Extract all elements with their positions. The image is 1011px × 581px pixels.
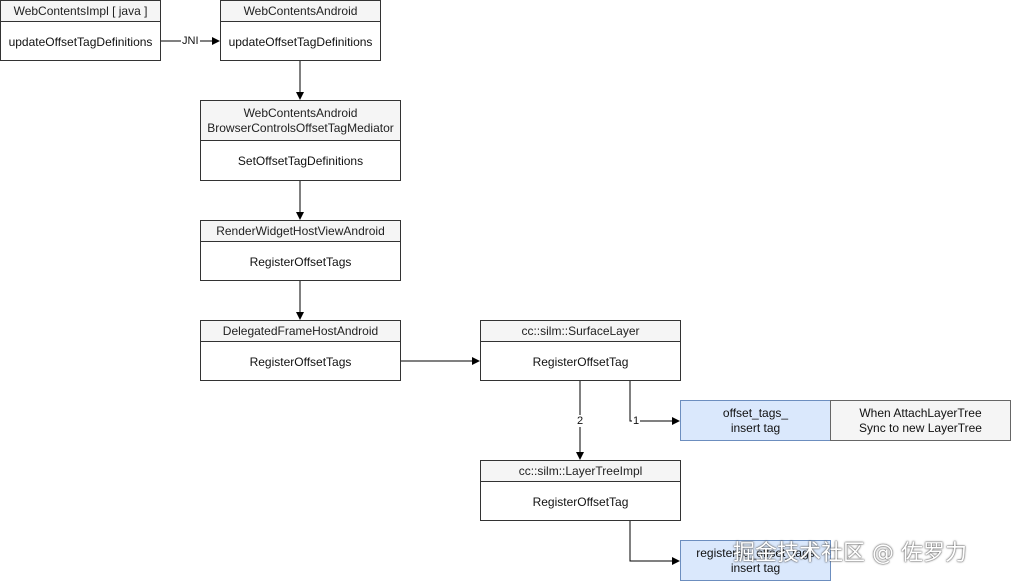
edge-label-jni: JNI [181, 35, 200, 47]
node-renderwidgethostviewandroid: RenderWidgetHostViewAndroid RegisterOffs… [200, 220, 401, 281]
node-method: updateOffsetTagDefinitions [8, 35, 153, 49]
node-browsercontrols-mediator: WebContentsAndroid BrowserControlsOffset… [200, 100, 401, 181]
edge-label-two: 2 [576, 415, 585, 427]
node-header: WebContentsAndroid [221, 1, 380, 22]
node-header-line2: BrowserControlsOffsetTagMediator [207, 121, 394, 135]
watermark: 掘金技术社区 @ 佐罗力 [733, 541, 967, 566]
note-line1: offset_tags_ [722, 405, 789, 420]
note-line2: insert tag [730, 420, 781, 435]
note-line2: insert tag [730, 560, 781, 575]
node-method: RegisterOffsetTag [532, 495, 629, 509]
node-header: DelegatedFrameHostAndroid [201, 321, 400, 342]
note-registered-offset-tags: registered_offset_tags insert tag [680, 540, 831, 581]
node-webcontentsimpl-java: WebContentsImpl [ java ] updateOffsetTag… [0, 0, 161, 61]
node-header: WebContentsAndroid BrowserControlsOffset… [201, 101, 400, 141]
node-delegatedframehostandroid: DelegatedFrameHostAndroid RegisterOffset… [200, 320, 401, 381]
node-header: cc::silm::SurfaceLayer [481, 321, 680, 342]
node-header: RenderWidgetHostViewAndroid [201, 221, 400, 242]
node-method: SetOffsetTagDefinitions [237, 154, 364, 168]
node-header: cc::silm::LayerTreeImpl [481, 461, 680, 482]
node-header: WebContentsImpl [ java ] [1, 1, 160, 22]
node-method: RegisterOffsetTags [249, 355, 352, 369]
edge-n7-registered [629, 521, 680, 565]
note-line2: Sync to new LayerTree [859, 420, 982, 435]
node-header-line1: WebContentsAndroid [243, 106, 358, 120]
note-line1: registered_offset_tags [696, 545, 815, 560]
note-attach-layertree: When AttachLayerTree Sync to new LayerTr… [830, 400, 1011, 441]
node-layertreeimpl: cc::silm::LayerTreeImpl RegisterOffsetTa… [480, 460, 681, 521]
edge-label-one: 1 [632, 415, 641, 427]
note-offset-tags: offset_tags_ insert tag [680, 400, 831, 441]
note-line1: When AttachLayerTree [859, 405, 982, 420]
node-method: updateOffsetTagDefinitions [228, 35, 373, 49]
edge-n6-offset-tags [629, 381, 680, 425]
node-method: RegisterOffsetTag [532, 355, 629, 369]
node-method: RegisterOffsetTags [249, 255, 352, 269]
node-webcontentsandroid: WebContentsAndroid updateOffsetTagDefini… [220, 0, 381, 61]
node-surfacelayer: cc::silm::SurfaceLayer RegisterOffsetTag [480, 320, 681, 381]
